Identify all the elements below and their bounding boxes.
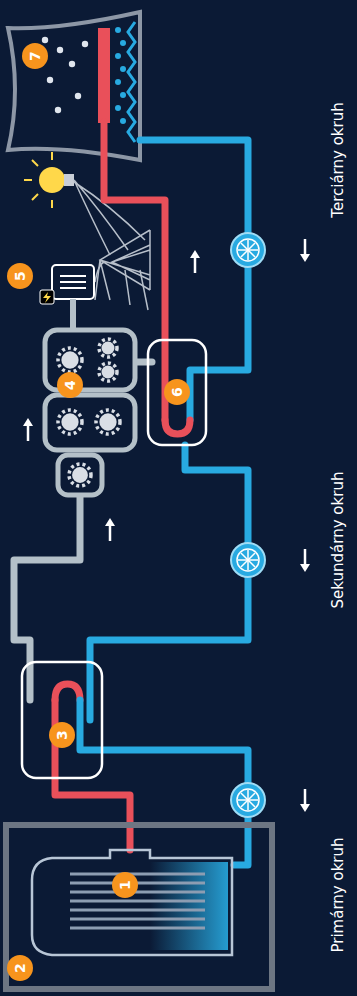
circulation-pumps bbox=[231, 233, 265, 817]
condenser bbox=[148, 340, 206, 445]
callout-number: 4 bbox=[57, 372, 83, 398]
callout-number: 1 bbox=[112, 872, 138, 898]
loop-label: Sekundárny okruh bbox=[329, 472, 347, 609]
callout-number: 3 bbox=[49, 722, 75, 748]
flow-arrows bbox=[23, 239, 310, 812]
reactor-building bbox=[6, 825, 272, 989]
callout-number: 2 bbox=[7, 955, 33, 981]
cooling-tower bbox=[8, 12, 140, 160]
primary-loop-pipes bbox=[55, 684, 248, 865]
steam-generator bbox=[22, 662, 102, 778]
callout-number: 6 bbox=[164, 379, 190, 405]
reactor-vessel bbox=[32, 850, 232, 955]
loop-label: Terciárny okruh bbox=[329, 102, 347, 217]
light-bulb bbox=[24, 152, 74, 208]
loop-label: Primárny okruh bbox=[329, 837, 347, 952]
callout-number: 5 bbox=[7, 263, 33, 289]
electric-generator bbox=[40, 265, 94, 330]
secondary-loop-pipes bbox=[14, 362, 248, 720]
turbines bbox=[45, 330, 135, 495]
callout-number: 7 bbox=[22, 43, 48, 69]
